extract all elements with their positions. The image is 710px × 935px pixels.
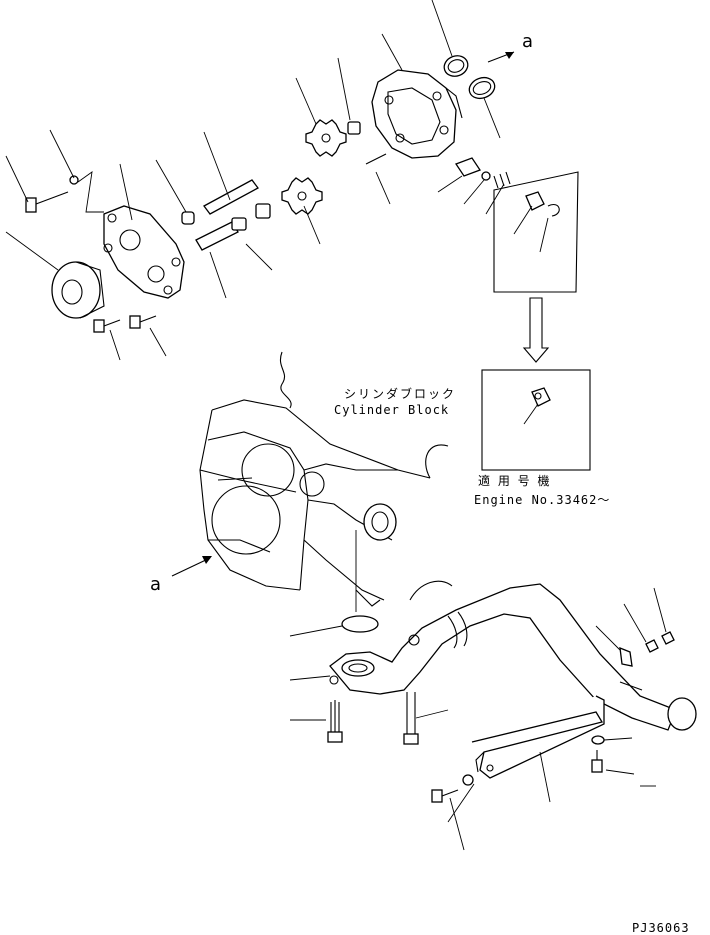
change-arrow (522, 297, 550, 363)
suction-pipe (329, 583, 697, 731)
relief-valve-spring (493, 171, 511, 189)
dowel-pin (365, 153, 387, 165)
variant-box-before (493, 171, 579, 293)
bushing-c (181, 211, 195, 225)
pump-body (371, 69, 463, 159)
pipe-bracket (471, 695, 605, 779)
bracket-bolt (431, 789, 459, 803)
clamp-nut-2 (661, 631, 675, 645)
oil-pump-group: a (25, 31, 533, 333)
clamp-bolt (591, 750, 603, 773)
pipe-strainer-end (667, 697, 697, 731)
variant-box-after (481, 369, 591, 471)
leader-lines-bottom (289, 587, 667, 851)
shaft-lower (195, 221, 239, 251)
arrow-to-block (171, 556, 212, 577)
cover-bolt-lower-b (129, 315, 157, 329)
washer-top (69, 175, 79, 185)
drawing-number: PJ36063 (632, 921, 690, 935)
cover-bolt-top (25, 191, 69, 213)
pump-cover (103, 205, 185, 299)
bushing-upper (347, 121, 361, 135)
block-oil-port (363, 503, 397, 541)
bracket-washer (462, 774, 474, 786)
relief-valve-plug (455, 157, 481, 177)
reference-label-a-top: a (522, 31, 533, 52)
cylinder-block (199, 351, 453, 607)
cover-bolt-lower-a (93, 319, 121, 333)
reference-label-a-left: a (150, 574, 161, 595)
pipe-clamp (619, 646, 643, 691)
arrow-to-a-head (505, 52, 514, 59)
drive-gear (51, 261, 105, 319)
pipe-flange (341, 659, 375, 677)
gear-upper (305, 119, 347, 157)
clamp-nut-1 (645, 639, 659, 653)
clamp-washer (591, 735, 605, 745)
seal-ring-1 (443, 55, 469, 77)
bushing-b (255, 203, 271, 219)
relief-valve-washer (481, 171, 491, 181)
o-ring (341, 615, 379, 633)
leader-lines-top (5, 0, 505, 361)
assembly-line (77, 171, 104, 213)
engine-number-label: Engine No.33462～ (474, 493, 610, 507)
flange-bolt-right (403, 692, 419, 745)
shaft-upper (203, 179, 259, 215)
applicable-serial-label-jp: 適 用 号 機 (478, 473, 551, 488)
flange-bolt-left (327, 700, 343, 743)
bushing-a (231, 217, 247, 231)
seal-ring-2 (468, 76, 496, 100)
gear-lower (281, 177, 323, 215)
cylinder-block-label-en: Cylinder Block (334, 403, 449, 417)
cylinder-block-label-jp: シリンダブロック (344, 386, 456, 401)
